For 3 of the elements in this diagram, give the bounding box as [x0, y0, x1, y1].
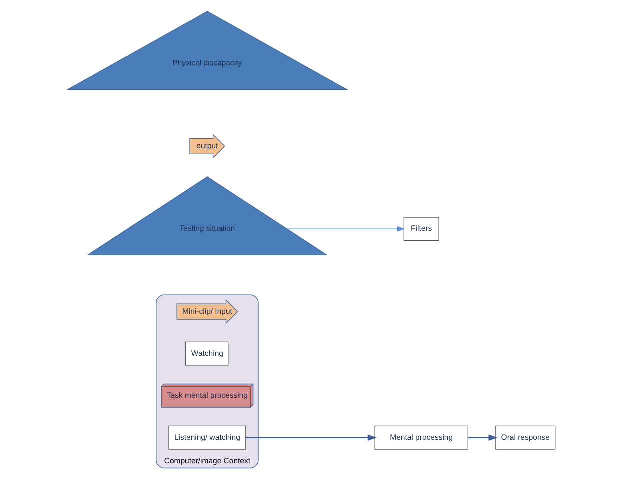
arrow — [245, 434, 376, 441]
arrow — [286, 226, 405, 232]
arrow — [468, 434, 498, 441]
